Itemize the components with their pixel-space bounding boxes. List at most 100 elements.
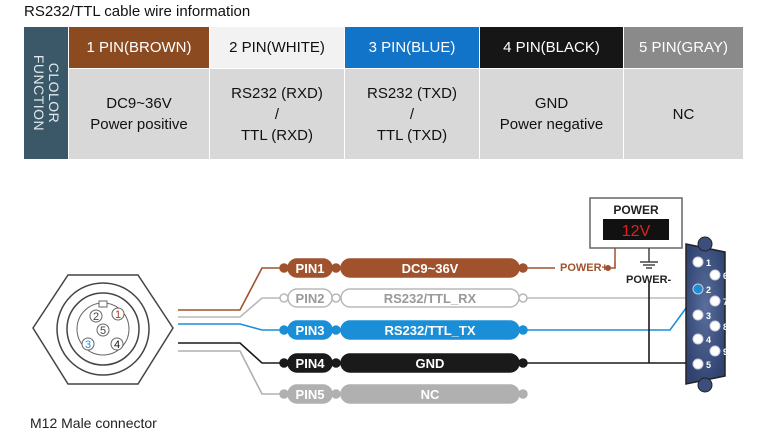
fan-line-4 bbox=[178, 342, 285, 364]
m12-pin-2 bbox=[89, 309, 103, 323]
db9-pin-2 bbox=[692, 283, 704, 295]
m12-pin-label-3: 3 bbox=[85, 339, 91, 351]
wire-end-dot bbox=[279, 389, 289, 399]
cell-pin4-function: GND Power negative bbox=[480, 69, 624, 159]
m12-connector: 1 2 3 45 M12 Male connector bbox=[30, 274, 174, 431]
db9-pin-4 bbox=[692, 333, 704, 345]
cell-text: / bbox=[274, 105, 280, 123]
cable-fan bbox=[178, 267, 285, 395]
m12-key bbox=[98, 300, 108, 308]
pin-label-2: PIN2 bbox=[296, 291, 325, 306]
connector-label: M12 Male connector bbox=[30, 415, 157, 431]
cell-text: TTL (RXD) bbox=[241, 126, 313, 144]
table-caption: RS232/TTL cable wire information bbox=[24, 3, 251, 20]
wire-end-dot bbox=[279, 263, 289, 273]
db9-pin-label-9: 9 bbox=[723, 347, 728, 357]
m12-pin-5 bbox=[96, 323, 110, 337]
cell-text: TTL (TXD) bbox=[376, 126, 448, 144]
cell-pin3-function: RS232 (TXD) / TTL (TXD) bbox=[345, 69, 480, 159]
db9-screw-top bbox=[697, 236, 713, 252]
col-header-pin1: 1 PIN(BROWN) bbox=[69, 27, 210, 69]
m12-pin-label-5: 5 bbox=[100, 325, 106, 337]
m12-pin-label-1: 1 bbox=[115, 309, 121, 321]
pin-label-5: PIN5 bbox=[296, 387, 325, 402]
col-header-pin3: 3 PIN(BLUE) bbox=[345, 27, 480, 69]
db9-pin-6 bbox=[709, 269, 721, 281]
col-header-pin5: 5 PIN(GRAY) bbox=[624, 27, 744, 69]
wire-tail-dot bbox=[518, 358, 528, 368]
wire-end-dot bbox=[279, 325, 289, 335]
wire-label-2: RS232/TTL_RX bbox=[384, 291, 477, 306]
wire-label-1: DC9~36V bbox=[402, 261, 459, 276]
pin2-to-db9-2 bbox=[527, 291, 701, 299]
power-supply: POWER 12V POWER+ POWER- bbox=[560, 197, 683, 286]
db9-connector: 1 2 3 4 5 6 7 8 9 bbox=[685, 236, 728, 393]
pin-label-4: PIN4 bbox=[296, 356, 326, 371]
m12-pin-label-2: 2 bbox=[93, 311, 99, 323]
wire-tail-dot bbox=[518, 389, 528, 399]
power-display bbox=[603, 219, 669, 240]
power-plus-label: POWER+ bbox=[560, 262, 608, 274]
db9-pin-label-2: 2 bbox=[706, 285, 711, 295]
m12-pin-4 bbox=[110, 337, 124, 351]
cell-text: NC bbox=[672, 105, 695, 123]
cell-pin1-function: DC9~36V Power positive bbox=[69, 69, 210, 159]
cell-text: RS232 (RXD) bbox=[231, 84, 323, 102]
wire-tail-dot bbox=[518, 293, 528, 303]
db9-pin-label-1: 1 bbox=[706, 258, 711, 268]
db9-pin-label-7: 7 bbox=[723, 297, 728, 307]
col-header-pin4: 4 PIN(BLACK) bbox=[480, 27, 624, 69]
wire-label-4: GND bbox=[416, 356, 445, 371]
cell-text: DC9~36V bbox=[106, 95, 172, 112]
m12-pin-3 bbox=[81, 337, 95, 351]
cell-text: Power negative bbox=[499, 116, 604, 133]
power-title: POWER bbox=[613, 203, 659, 217]
wire-label-5: NC bbox=[421, 387, 440, 402]
pin-label-3: PIN3 bbox=[296, 323, 325, 338]
wire-joint-dot bbox=[331, 325, 341, 335]
power-plus-dot bbox=[605, 265, 611, 271]
db9-pin-label-8: 8 bbox=[723, 322, 728, 332]
wire-label-3: RS232/TTL_TX bbox=[384, 323, 475, 338]
wire-tail-dot bbox=[518, 263, 528, 273]
pin3-to-db9-2 bbox=[527, 288, 701, 331]
row-header: CLOLOR FUNCTION bbox=[24, 27, 69, 159]
db9-pin-label-6: 6 bbox=[723, 271, 728, 281]
wire-joint-dot bbox=[331, 389, 341, 399]
cell-text: Power positive bbox=[90, 116, 188, 133]
wire-color-table: CLOLOR FUNCTION 1 PIN(BROWN) 2 PIN(WHITE… bbox=[24, 27, 744, 159]
cell-text: GND bbox=[534, 95, 569, 112]
db9-pin-8 bbox=[709, 320, 721, 332]
fan-line-3 bbox=[178, 323, 285, 331]
m12-pin-label-4: 4 bbox=[114, 339, 120, 351]
db9-screw-bottom bbox=[697, 377, 713, 393]
db9-pin-1 bbox=[692, 256, 704, 268]
wire-end-dot bbox=[279, 293, 289, 303]
wire-end-dot bbox=[279, 358, 289, 368]
fan-line-1 bbox=[178, 267, 285, 311]
wire-joint-dot bbox=[331, 358, 341, 368]
wire-bundle: PIN1 DC9~36V PIN2 RS232/TTL_RX PIN3 RS232/TTL… bbox=[279, 258, 701, 404]
wire-joint-dot bbox=[331, 263, 341, 273]
db9-pin-3 bbox=[692, 309, 704, 321]
db9-pin-label-4: 4 bbox=[706, 335, 711, 345]
m12-pin-1 bbox=[111, 307, 125, 321]
db9-pin-label-3: 3 bbox=[706, 311, 711, 321]
cell-pin2-function: RS232 (RXD) / TTL (RXD) bbox=[210, 69, 345, 159]
db9-pin-5 bbox=[692, 358, 704, 370]
wire-tail-dot bbox=[518, 325, 528, 335]
fan-line-5 bbox=[178, 350, 285, 395]
pin-label-1: PIN1 bbox=[296, 261, 325, 276]
fan-line-2 bbox=[178, 297, 285, 318]
db9-pin-label-5: 5 bbox=[706, 360, 711, 370]
col-header-pin2: 2 PIN(WHITE) bbox=[210, 27, 345, 69]
db9-pin-7 bbox=[709, 295, 721, 307]
power-display-value: 12V bbox=[622, 223, 651, 240]
power-minus-label: POWER- bbox=[626, 274, 672, 286]
cell-pin5-function: NC bbox=[624, 69, 744, 159]
db9-pin-9 bbox=[709, 345, 721, 357]
wire-joint-dot bbox=[331, 293, 341, 303]
cell-text: RS232 (TXD) bbox=[366, 84, 458, 102]
cell-text: / bbox=[409, 105, 415, 123]
